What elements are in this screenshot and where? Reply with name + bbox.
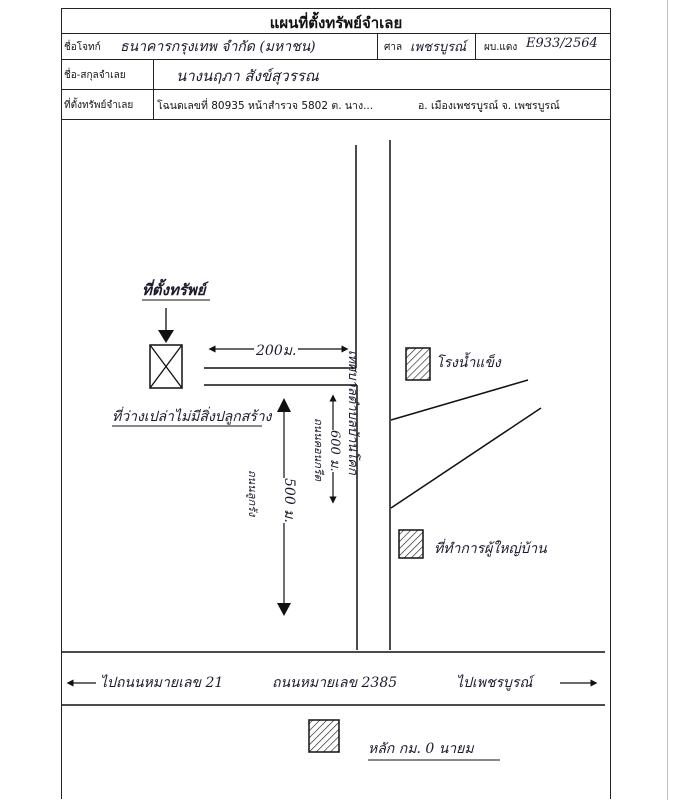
location-label: ที่ตั้งทรัพย์จำเลย	[64, 100, 134, 111]
empty-land-label: ที่ว่างเปล่าไม่มีสิ่งปลูกสร้าง	[112, 409, 272, 425]
case-label: ผบ.แดง	[484, 42, 518, 53]
left-direction-label: ไปถนนหมายเลข 21	[100, 675, 224, 691]
label-divider	[153, 60, 155, 120]
main-road-label: เทศบาลตำบลบ้านโคก	[345, 350, 360, 475]
document-title: แผนที่ตั้งทรัพย์จำเลย	[269, 14, 403, 32]
document-frame	[61, 8, 611, 799]
laterite-road-label: ถนนลูกรัง	[246, 470, 259, 517]
km-marker-post	[308, 719, 340, 753]
page-edge	[667, 0, 668, 800]
km-marker-label: หลัก กม. 0 นายม	[368, 741, 474, 757]
concrete-road-label: ถนนคอนกรีต	[312, 418, 325, 481]
property-label: ที่ตั้งทรัพย์	[142, 281, 206, 299]
highway-label: ถนนหมายเลข 2385	[272, 675, 398, 691]
village-office-building	[398, 529, 424, 559]
court-label: ศาล	[384, 42, 403, 53]
water-plant-label: โรงน้ำแข็ง	[436, 355, 501, 371]
plaintiff-label: ชื่อโจทก์	[64, 42, 101, 53]
case-value: E933/2564	[526, 36, 598, 51]
defendant-row	[61, 60, 611, 90]
village-office-label: ที่ทำการผู้ใหญ่บ้าน	[434, 541, 547, 557]
title-row	[61, 8, 611, 34]
property-box	[149, 344, 183, 389]
defendant-label: ชื่อ-สกุลจำเลย	[64, 70, 126, 81]
district-value: อ. เมืองเพชรบูรณ์ จ. เพชรบูรณ์	[418, 100, 560, 112]
distance-200-label: 200ม.	[254, 340, 299, 362]
location-value: โฉนดเลขที่ 80935 หน้าสำรวจ 5802 ต. นาง..…	[157, 100, 374, 112]
location-row	[61, 90, 611, 120]
court-value: เพชรบูรณ์	[410, 40, 467, 55]
right-direction-label: ไปเพชรบูรณ์	[456, 675, 533, 691]
diagonal-road-1	[390, 379, 529, 421]
diagonal-road-2	[390, 407, 542, 509]
defendant-value: นางนฤภา สังข์สุวรรณ	[176, 67, 319, 85]
distance-500-label: 500 ม.	[278, 478, 300, 523]
plaintiff-row	[61, 34, 611, 60]
water-plant-building	[405, 347, 431, 381]
distance-600-label: 600 ม.	[325, 430, 346, 472]
plaintiff-value: ธนาคารกรุงเทพ จำกัด (มหาชน)	[120, 39, 316, 55]
